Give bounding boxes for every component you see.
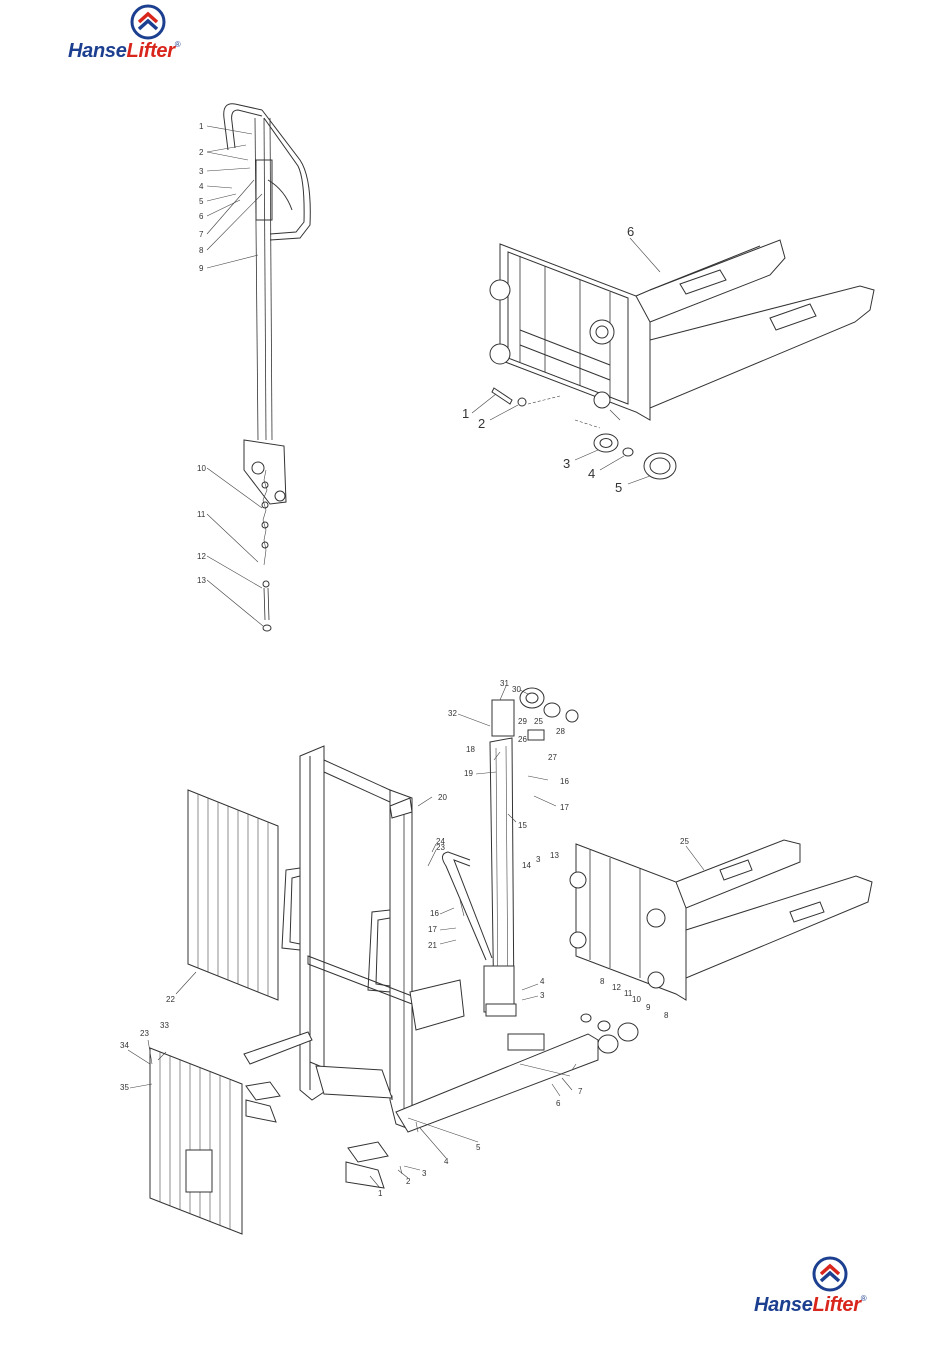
- callout-label: 1: [378, 1189, 383, 1198]
- fork-assembly-drawing: 6 1 2 3 4 5: [462, 224, 874, 495]
- callout-label: 14: [522, 861, 531, 870]
- callout-label: 5: [199, 197, 204, 206]
- callout-label: 29: [518, 717, 527, 726]
- callout-label: 13: [550, 851, 559, 860]
- callout-label: 20: [438, 793, 447, 802]
- callout-label: 3: [563, 456, 570, 471]
- callout-label: 3: [199, 167, 204, 176]
- callout-label: 25: [680, 837, 689, 846]
- callout-label: 6: [556, 1099, 561, 1108]
- callout-label: 6: [627, 224, 634, 239]
- callout-label: 3: [536, 855, 541, 864]
- callout-label: 21: [428, 941, 437, 950]
- callout-label: 8: [600, 977, 605, 986]
- callout-label: 6: [199, 212, 204, 221]
- callout-label: 25: [534, 717, 543, 726]
- callout-label: 5: [615, 480, 622, 495]
- callout-label: 15: [518, 821, 527, 830]
- callout-label: 28: [556, 727, 565, 736]
- handle-assembly-drawing: 1 2 3 4 5 6 7 8 9 10 11 12 13: [197, 104, 310, 631]
- callout-label: 3: [422, 1169, 427, 1178]
- callout-label: 17: [560, 803, 569, 812]
- callout-label: 23: [140, 1029, 149, 1038]
- callout-label: 7: [199, 230, 204, 239]
- callout-label: 22: [166, 995, 175, 1004]
- callout-label: 13: [197, 576, 206, 585]
- callout-label: 8: [664, 1011, 669, 1020]
- callout-label: 34: [120, 1041, 129, 1050]
- callout-label: 9: [199, 264, 204, 273]
- callout-label: 24: [436, 837, 445, 846]
- callout-label: 16: [430, 909, 439, 918]
- callout-label: 18: [466, 745, 475, 754]
- callout-label: 26: [518, 735, 527, 744]
- callout-label: 30: [512, 685, 521, 694]
- callout-label: 35: [120, 1083, 129, 1092]
- callout-label: 4: [540, 977, 545, 986]
- callout-label: 11: [197, 510, 206, 519]
- callout-label: 27: [548, 753, 557, 762]
- callout-label: 10: [197, 464, 206, 473]
- callout-label: 19: [464, 769, 473, 778]
- callout-label: 32: [448, 709, 457, 718]
- callout-label: 2: [478, 416, 485, 431]
- callout-label: 2: [406, 1177, 411, 1186]
- callout-label: 2: [199, 148, 204, 157]
- callout-label: 16: [560, 777, 569, 786]
- callout-label: 17: [428, 925, 437, 934]
- callout-label: 1: [199, 122, 204, 131]
- callout-label: 5: [476, 1143, 481, 1152]
- callout-label: 12: [197, 552, 206, 561]
- callout-label: 31: [500, 679, 509, 688]
- callout-label: 1: [462, 406, 469, 421]
- callout-label: 4: [444, 1157, 449, 1166]
- callout-label: 12: [612, 983, 621, 992]
- callout-label: 4: [199, 182, 204, 191]
- callout-label: 4: [588, 466, 595, 481]
- callout-label: 10: [632, 995, 641, 1004]
- callout-label: 7: [578, 1087, 583, 1096]
- callout-label: 9: [646, 1003, 651, 1012]
- stacker-assembly-drawing: 31 30 32 29 25 28 26 27 18 19 16 17 15 2…: [120, 679, 872, 1234]
- callout-label: 3: [540, 991, 545, 1000]
- callout-label: 8: [199, 246, 204, 255]
- callout-label: 33: [160, 1021, 169, 1030]
